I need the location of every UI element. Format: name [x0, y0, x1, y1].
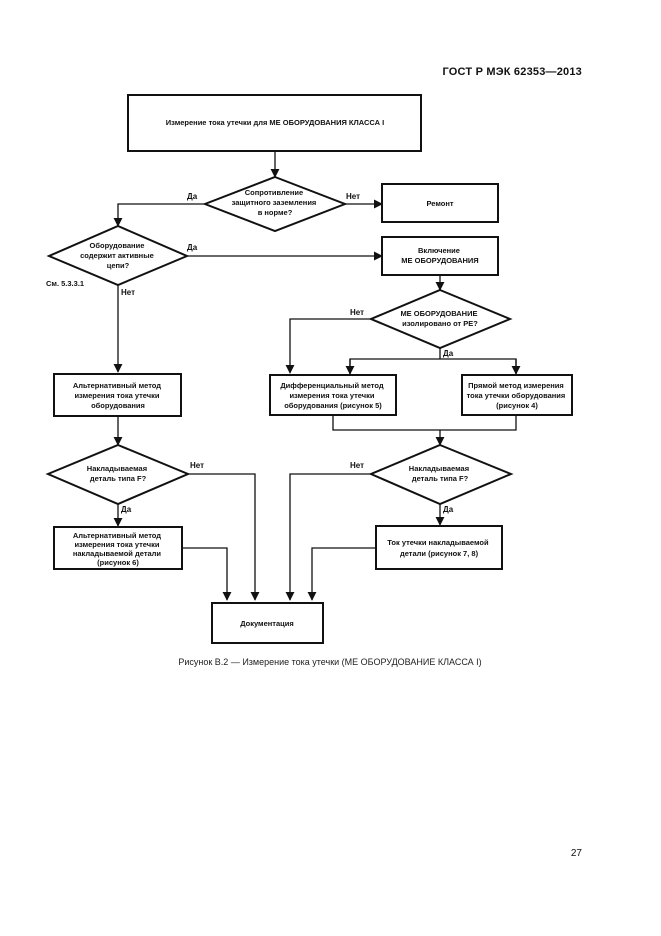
- applied-part-left-decision: [45, 443, 191, 506]
- standard-header: ГОСТ Р МЭК 62353—2013: [442, 66, 582, 78]
- connectors: [113, 151, 521, 601]
- no-label-applied-left: Нет: [190, 461, 204, 470]
- no-label-isolated: Нет: [350, 308, 364, 317]
- applied-part-left-text: Накладываемая деталь типа F?: [87, 464, 149, 483]
- yes-label-applied-left: Да: [121, 505, 132, 514]
- isolated-from-pe-text: МЕ ОБОРУДОВАНИЕ изолировано от PE?: [400, 309, 479, 328]
- yes-label-applied-right: Да: [443, 505, 454, 514]
- applied-current-text: Ток утечки накладываемой детали (рисунок…: [387, 538, 490, 558]
- documentation-box: [211, 602, 324, 644]
- applied-current-box: [375, 525, 503, 570]
- alternative-applied-box: [53, 526, 183, 570]
- alternative-method-text: Альтернативный метод измерения тока утеч…: [73, 381, 163, 410]
- page-number: 27: [570, 848, 582, 859]
- documentation-text: Документация: [240, 619, 294, 628]
- earth-resistance-decision: [202, 175, 348, 233]
- no-label-active: Нет: [121, 288, 135, 297]
- start-text: Измерение тока утечки для МЕ ОБОРУДОВАНИ…: [166, 118, 384, 127]
- ref-label: См. 5.3.3.1: [46, 279, 84, 288]
- differential-method-text: Дифференциальный метод измерения тока ут…: [280, 381, 385, 410]
- figure-caption: Рисунок В.2 — Измерение тока утечки (МЕ …: [178, 657, 482, 667]
- earth-resistance-text: Сопротивление защитного заземления в нор…: [232, 188, 319, 217]
- direct-method-box: [461, 374, 573, 416]
- switch-on-text: Включение МЕ ОБОРУДОВАНИЯ: [401, 246, 478, 265]
- alternative-method-box: [53, 373, 182, 417]
- applied-part-right-text: Накладываемая деталь типа F?: [409, 464, 471, 483]
- repair-text: Ремонт: [426, 199, 453, 208]
- yes-label-active: Да: [187, 243, 198, 252]
- yes-label-earth: Да: [187, 192, 198, 201]
- alternative-applied-text: Альтернативный метод измерения тока утеч…: [73, 531, 163, 567]
- differential-method-box: [269, 374, 397, 416]
- applied-part-right-decision: [368, 443, 514, 506]
- active-circuits-decision: [46, 224, 190, 287]
- no-label-earth: Нет: [346, 192, 360, 201]
- repair-box: [381, 183, 499, 223]
- active-circuits-text: Оборудование содержит активные цепи?: [80, 241, 156, 270]
- yes-label-isolated: Да: [443, 349, 454, 358]
- direct-method-text: Прямой метод измерения тока утечки обору…: [467, 381, 568, 410]
- isolated-from-pe-decision: [368, 288, 513, 350]
- start-box: [127, 94, 422, 152]
- no-label-applied-right: Нет: [350, 461, 364, 470]
- switch-on-box: [381, 236, 499, 276]
